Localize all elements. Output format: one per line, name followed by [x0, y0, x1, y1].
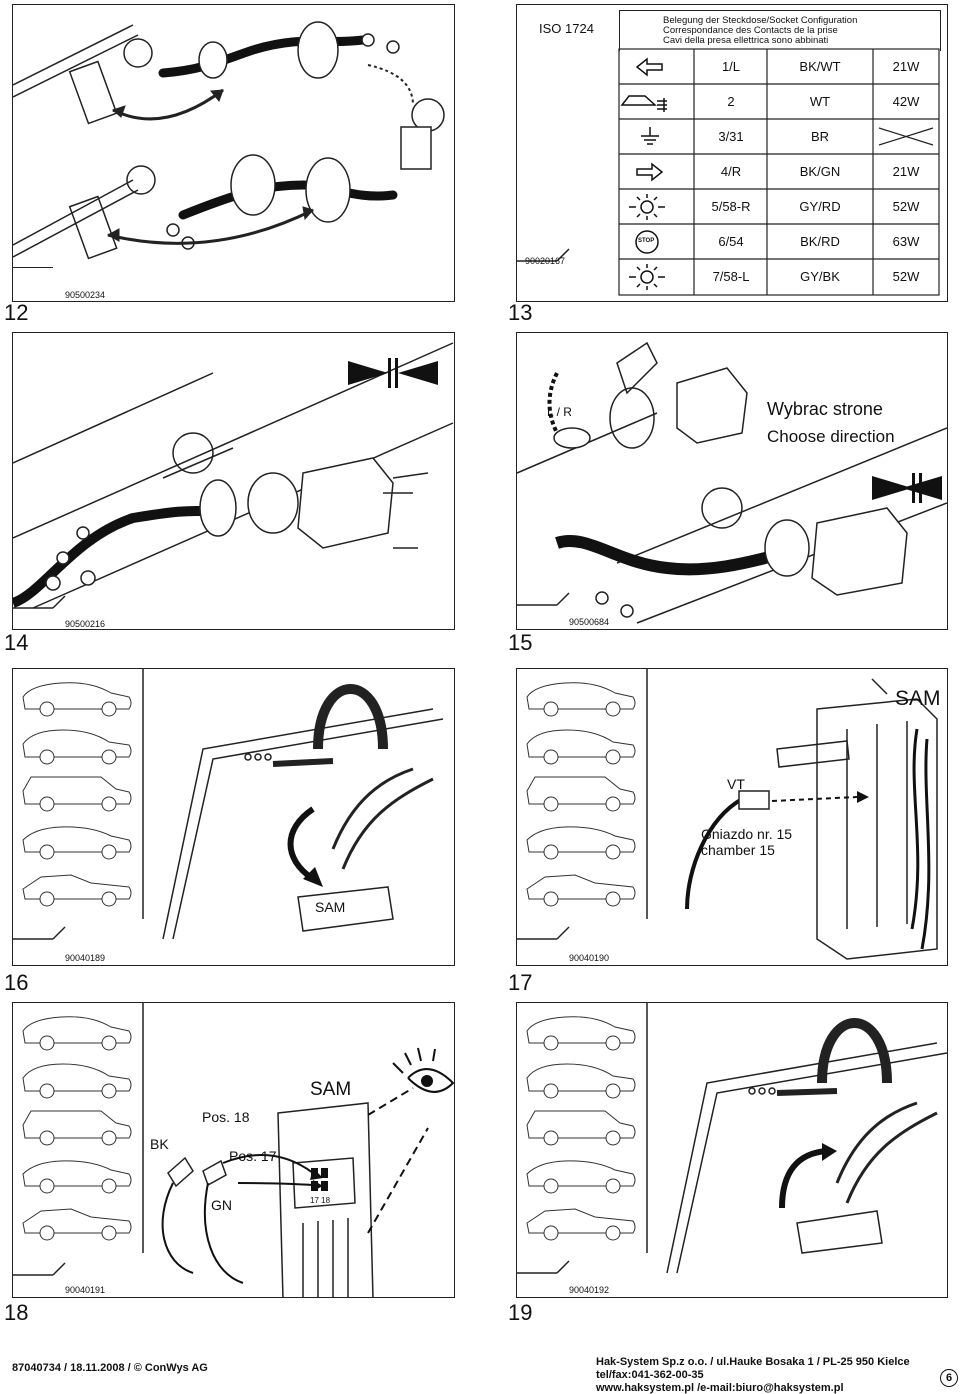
rear-fog-light-icon — [620, 95, 667, 112]
step-number: 16 — [4, 970, 29, 995]
pos17-label: Pos. 17 — [229, 1148, 277, 1164]
header-line-it: Cavi della presa ellettrica sono abbinat… — [663, 35, 829, 46]
step-number: 17 — [508, 970, 533, 995]
car-models-column — [22, 682, 132, 907]
config-pin-cell: 1/L — [721, 59, 741, 74]
config-watt-cell: 42W — [892, 94, 920, 109]
bk-label: BK — [150, 1136, 169, 1152]
config-wire-cell: WT — [809, 94, 831, 109]
step-code: 90500216 — [65, 619, 106, 629]
config-watt-cell: 52W — [892, 199, 920, 214]
config-wire-cell: BK/RD — [800, 234, 840, 249]
stop-icon — [635, 230, 659, 254]
step-number: 19 — [508, 1300, 533, 1325]
step-code: 90040192 — [569, 1285, 610, 1295]
page-number: 6 — [940, 1369, 958, 1387]
config-pin-cell: 2 — [727, 94, 735, 109]
sam-reinstall-illustration — [517, 1003, 947, 1274]
config-pin-cell: 5/58-R — [711, 199, 751, 214]
config-pin-cell: 4/R — [720, 164, 742, 179]
sam-label: SAM — [315, 899, 346, 915]
config-header — [619, 10, 941, 51]
footer-phone: tel/fax:041-362-00-35 — [596, 1369, 704, 1381]
step-code: 90020167 — [525, 256, 566, 266]
step-number: 13 — [508, 300, 533, 325]
left-arrow-icon — [635, 57, 663, 77]
step-code: 90500234 — [65, 290, 106, 300]
sam-chamber-illustration — [517, 669, 938, 960]
config-wire-cell: BK/WT — [799, 59, 841, 74]
sam-label: SAM — [310, 1079, 352, 1100]
config-pin-cell: 6/54 — [718, 234, 744, 249]
iso-label: ISO 1724 — [539, 21, 594, 36]
direction-title-pl: Wybrac strone — [767, 399, 883, 419]
step-number: 15 — [508, 630, 533, 655]
socket-config-table — [517, 48, 940, 296]
step-number: 18 — [4, 1300, 29, 1325]
direction-title-en: Choose direction — [767, 427, 895, 446]
trunk-sam-illustration — [13, 669, 444, 940]
socket-direction-illustration — [517, 341, 947, 624]
tail-light-icon — [629, 264, 665, 290]
config-pin-cell: 7/58-L — [712, 269, 750, 284]
panel-step-14: L / R 90500216 — [12, 332, 455, 630]
config-watt-cell: 21W — [892, 164, 920, 179]
panel-step-17: SAM VT Gniazdo nr. 15 chamber 15 9004019… — [516, 668, 948, 966]
step-code: 90040191 — [65, 1285, 106, 1295]
config-pin-cell: 3/31 — [718, 129, 744, 144]
footer-document-id: 87040734 / 18.11.2008 / © ConWys AG — [12, 1362, 208, 1374]
panel-step-12: 90500234 — [12, 4, 455, 302]
tail-light-icon — [629, 194, 665, 220]
header-line-de: Belegung der Steckdose/Socket Configurat… — [663, 15, 858, 26]
fuse-numbers: 17 18 — [310, 1196, 331, 1205]
vt-label: VT — [727, 776, 745, 792]
footer-company-address: Hak-System Sp.z o.o. / ul.Hauke Bosaka 1… — [596, 1356, 910, 1368]
chamber-label-en: chamber 15 — [701, 842, 775, 858]
config-watt-cell: 21W — [892, 59, 920, 74]
stop-text: STOP — [638, 238, 655, 244]
config-watt-cell: 63W — [892, 234, 920, 249]
sam-label: SAM — [895, 687, 941, 710]
footer-web[interactable]: www.haksystem.pl /e-mail:biuro@haksystem… — [596, 1382, 844, 1394]
step-code: 90040189 — [65, 953, 106, 963]
gn-label: GN — [211, 1197, 232, 1213]
step-number: 12 — [4, 300, 29, 325]
chamber-label-pl: Gniazdo nr. 15 — [701, 826, 793, 842]
config-wire-cell: BR — [810, 129, 830, 144]
socket-mount-illustration — [13, 342, 454, 609]
step-code: 90040190 — [569, 953, 610, 963]
pos18-label: Pos. 18 — [202, 1109, 250, 1125]
panel-step-18: SAM Pos. 18 Pos. 17 BK GN 17 18 90040191 — [12, 1002, 455, 1298]
right-arrow-icon — [636, 162, 664, 182]
ground-icon — [641, 127, 659, 145]
header-line-fr: Correspondance des Contacts de la prise — [663, 25, 838, 36]
config-wire-cell: GY/RD — [799, 199, 841, 214]
fuse-position-illustration — [13, 1003, 454, 1297]
panel-step-16: SAM 90040189 — [12, 668, 455, 966]
panel-step-13: ISO 1724 Belegung der Steckdose/Socket C… — [516, 4, 948, 302]
panel-step-15: L / R Wybrac strone Choose direction 905… — [516, 332, 948, 630]
config-watt-cell: 52W — [892, 269, 920, 284]
lr-label: L / R — [547, 405, 572, 419]
step-code: 90500684 — [569, 617, 610, 627]
config-wire-cell: BK/GN — [799, 164, 841, 179]
panel-step-19: 90040192 — [516, 1002, 948, 1298]
towbar-wire-illustration — [13, 21, 445, 260]
config-wire-cell: GY/BK — [800, 269, 840, 284]
eye-icon — [392, 1047, 454, 1093]
step-number: 14 — [4, 630, 29, 655]
